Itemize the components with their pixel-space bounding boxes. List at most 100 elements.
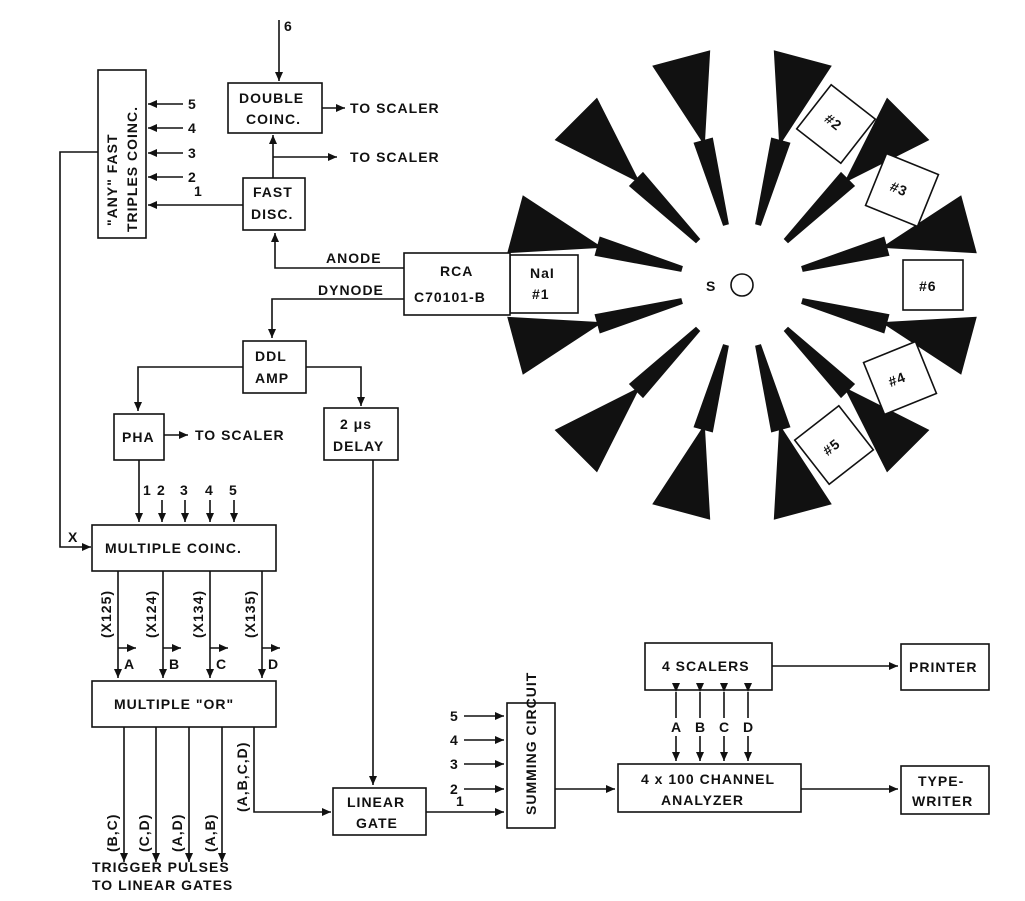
detector-2-box: #2 <box>795 83 877 165</box>
pmt-label-2: C70101-B <box>414 289 486 305</box>
coinc-letter-a: A <box>124 656 135 672</box>
summing-input-5: 5 <box>450 708 459 724</box>
multiple-or-block <box>91 680 277 728</box>
coinc-letter-c: C <box>216 656 227 672</box>
scaler-link-a: A <box>671 719 682 735</box>
multiple-or-label: MULTIPLE "OR" <box>114 696 234 712</box>
double-coinc-label-1: DOUBLE <box>239 90 304 106</box>
triples-input-2: 2 <box>188 169 197 185</box>
svg-text:#3: #3 <box>888 178 910 199</box>
double-coinc-label-2: COINC. <box>246 111 301 127</box>
trigger-note-line-1: TRIGGER PULSES <box>92 859 230 875</box>
collimator-wedge <box>652 50 729 226</box>
input-6-label: 6 <box>284 18 293 34</box>
pmt-label-1: RCA <box>440 263 473 279</box>
coinc-output-x134: (X134) <box>190 590 206 638</box>
coinc-output-x125: (X125) <box>98 590 114 638</box>
multiple-coinc-block <box>91 524 277 572</box>
nai-detector-1 <box>509 254 579 314</box>
anode-label: ANODE <box>326 250 382 266</box>
triples-input-4: 4 <box>188 120 197 136</box>
nai-number: #1 <box>532 286 550 302</box>
source-circle <box>730 273 754 297</box>
linear-gate-label-1: LINEAR <box>347 794 405 810</box>
delay-label-1: 2 μs <box>340 416 372 432</box>
amp-to-pha-line <box>134 366 243 411</box>
any-triples-label-2: TRIPLES COINC. <box>124 106 140 232</box>
linear-gate-label-2: GATE <box>356 815 398 831</box>
summing-circuit-label: SUMMING CIRCUIT <box>523 672 539 815</box>
collimator-wedge <box>652 344 729 520</box>
collimator-wedge <box>507 298 683 375</box>
coinc-output-x135: (X135) <box>242 590 258 638</box>
linear-gate-block <box>332 787 427 836</box>
amp-to-delay-line <box>306 366 365 406</box>
double-coinc-block <box>227 82 323 134</box>
collimator-wedge <box>755 50 832 226</box>
coinc-letter-b: B <box>169 656 180 672</box>
summing-input-1: 1 <box>456 793 465 809</box>
analyzer-block <box>617 763 802 813</box>
summing-input-3: 3 <box>450 756 459 772</box>
summing-input-4: 4 <box>450 732 459 748</box>
triples-input-5: 5 <box>188 96 197 112</box>
dynode-line <box>268 298 404 338</box>
summing-input-2: 2 <box>450 781 459 797</box>
dynode-label: DYNODE <box>318 282 384 298</box>
or-output-bc: (B,C) <box>104 814 120 852</box>
multiple-coinc-label: MULTIPLE COINC. <box>105 540 242 556</box>
nai-label: NaI <box>530 265 555 281</box>
collimator-wedge <box>507 195 683 272</box>
any-triples-block <box>97 69 147 239</box>
coinc-output-x124: (X124) <box>143 590 159 638</box>
coinc-input-2: 2 <box>157 482 166 498</box>
pha-block <box>113 413 165 461</box>
any-triples-label-1: "ANY" FAST <box>104 133 120 226</box>
scaler-link-label-bg <box>664 718 764 736</box>
typewriter-label-1: TYPE- <box>918 773 964 789</box>
triples-inputs: 5 4 3 2 1 <box>148 96 202 199</box>
scaler-link-d: D <box>743 719 754 735</box>
coinc-input-1: 1 <box>143 482 152 498</box>
coinc-input-4: 4 <box>205 482 214 498</box>
detector-3-box: #3 <box>864 152 940 228</box>
or-output-cd: (C,D) <box>136 814 152 852</box>
summing-circuit-block <box>506 702 556 829</box>
or-output-ab: (A,B) <box>202 814 218 852</box>
coinc-inputs: 1 2 3 4 5 <box>143 482 238 522</box>
collimator-wedge <box>554 326 701 473</box>
anode-line <box>271 233 404 269</box>
fast-disc-label-1: FAST <box>253 184 293 200</box>
fast-disc-block <box>242 177 306 231</box>
ddl-amp-label-2: AMP <box>255 370 289 386</box>
fast-disc-label-2: DISC. <box>251 206 293 222</box>
printer-block <box>900 643 990 691</box>
coinc-outputs <box>114 571 280 678</box>
analyzer-label-1: 4 x 100 CHANNEL <box>641 771 775 787</box>
coinc-input-3: 3 <box>180 482 189 498</box>
printer-label: PRINTER <box>909 659 977 675</box>
pha-label: PHA <box>122 429 155 445</box>
typewriter-label-2: WRITER <box>912 793 973 809</box>
detector-4-box: #4 <box>862 340 938 416</box>
triples-input-3: 3 <box>188 145 197 161</box>
svg-text:#4: #4 <box>886 368 908 389</box>
svg-text:#6: #6 <box>919 278 937 294</box>
scaler-link-c: C <box>719 719 730 735</box>
delay-block <box>323 407 399 461</box>
collimator-wedge <box>783 97 930 244</box>
collimator-wedge <box>801 298 977 375</box>
collimator-wedge <box>755 344 832 520</box>
delay-label-2: DELAY <box>333 438 384 454</box>
collimator-wedge <box>783 326 930 473</box>
source-label: S <box>706 278 716 294</box>
analyzer-label-2: ANALYZER <box>661 792 744 808</box>
collimator-wedge <box>801 195 977 272</box>
collimator-wedge <box>554 97 701 244</box>
x-input-label: X <box>68 529 78 545</box>
scalers-label: 4 SCALERS <box>662 658 750 674</box>
ddl-amp-label-1: DDL <box>255 348 287 364</box>
pmt-rca-block <box>403 252 511 316</box>
